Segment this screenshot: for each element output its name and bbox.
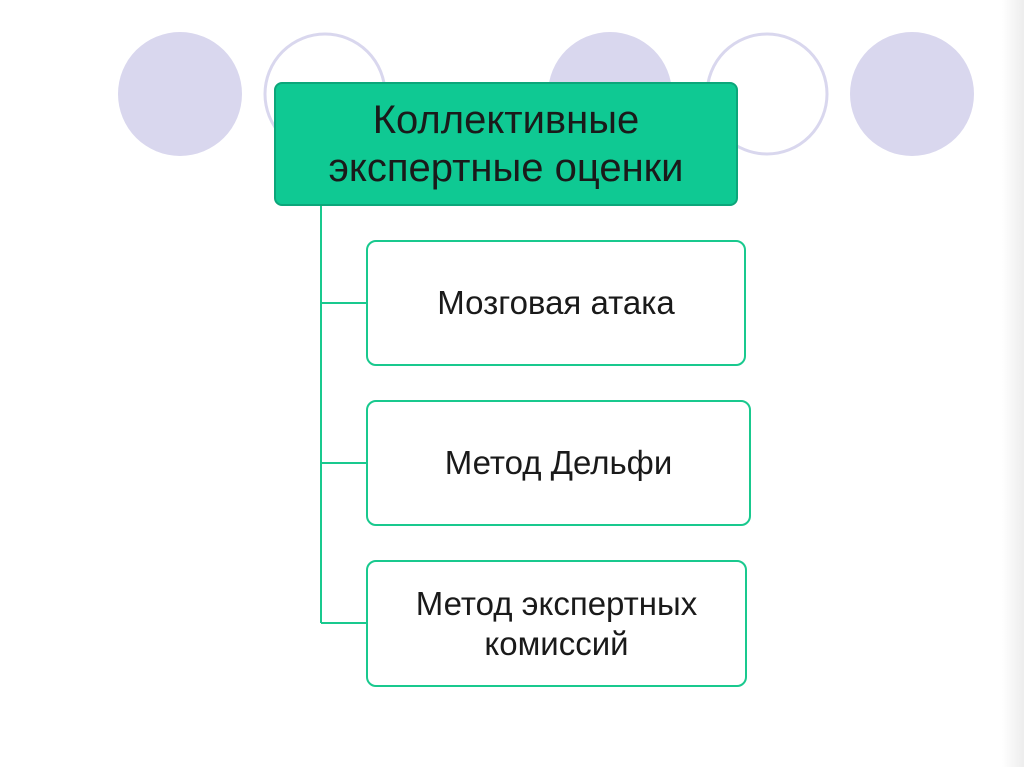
- child-node-label: Мозговая атака: [437, 284, 675, 321]
- connector-lines: [320, 206, 366, 624]
- root-node: Коллективные экспертные оценки: [274, 82, 738, 206]
- slide-edge-shadow: [1002, 0, 1024, 767]
- child-node-label: Метод Дельфи: [444, 444, 673, 481]
- decor-circle-5: [850, 32, 974, 156]
- root-node-label: Коллективные экспертные оценки: [328, 98, 684, 190]
- child-node-label: Метод экспертных комиссий: [415, 584, 698, 662]
- child-node-expert-commissions: Метод экспертных комиссий: [366, 560, 747, 687]
- child-node-delphi: Метод Дельфи: [366, 400, 751, 526]
- child-node-brainstorming: Мозговая атака: [366, 240, 746, 366]
- decor-circle-1: [118, 32, 242, 156]
